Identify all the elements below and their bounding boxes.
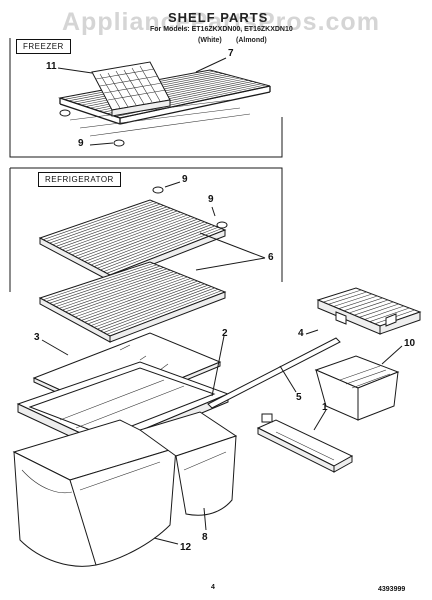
drawer-slide — [256, 413, 354, 473]
shelf-wire — [81, 217, 195, 261]
shelf-wire — [103, 288, 219, 333]
shelf-wire — [68, 273, 181, 314]
shelf-wire — [58, 269, 171, 309]
meat-drawer-cover — [316, 287, 422, 335]
refrigerator-section-label: REFRIGERATOR — [38, 172, 121, 187]
callout-2: 2 — [222, 328, 228, 339]
shelf-wire — [74, 276, 188, 318]
callout-9-upper: 9 — [182, 174, 188, 185]
shelf-wire — [65, 272, 178, 313]
shelf-wire — [43, 201, 154, 240]
page-number: 4 — [211, 584, 215, 591]
shelf-wire — [55, 206, 168, 247]
shelf-wire — [46, 264, 157, 302]
shelf-wire — [100, 287, 215, 332]
shelf-wire — [97, 286, 212, 330]
shelf-wire — [103, 226, 219, 272]
shelf-wire — [359, 303, 399, 318]
drawer-rail — [207, 337, 341, 409]
model-subtitle: For Models: ET16ZKXDN00, ET16ZKXDN10 — [150, 26, 293, 33]
callout-6: 6 — [268, 252, 274, 263]
shelf-wire — [58, 207, 171, 249]
shelf-wire — [74, 214, 188, 257]
shelf-wire — [43, 263, 154, 301]
document-number: 4393999 — [378, 586, 406, 593]
watermark: AppliancePartsPros.com — [62, 8, 380, 36]
shelf-wire — [354, 301, 394, 316]
shelf-wire — [87, 220, 202, 264]
callout-9-freezer: 9 — [78, 138, 84, 149]
shelf-wire — [328, 291, 367, 305]
color-almond-label: (Almond) — [236, 37, 267, 44]
refrigerator-frame — [9, 167, 283, 292]
shelf-wire — [55, 268, 168, 307]
callout-9-lower: 9 — [208, 194, 214, 205]
callout-5: 5 — [296, 392, 302, 403]
shelf-wire — [62, 209, 174, 251]
shelf-wire — [81, 279, 195, 321]
shelf-wire — [90, 283, 205, 326]
shelf-wire — [52, 267, 164, 306]
freezer-shelf-support-left — [59, 109, 125, 147]
callout-4: 4 — [298, 328, 304, 339]
callout-12: 12 — [180, 542, 192, 553]
shelf-wire — [49, 203, 161, 244]
shelf-wire — [106, 290, 222, 335]
callout-3: 3 — [34, 332, 40, 343]
shelf-wire — [106, 228, 222, 274]
diagram-title: SHELF PARTS — [168, 10, 269, 25]
callout-10: 10 — [404, 338, 416, 349]
meat-drawer — [314, 355, 400, 421]
shelf-wire — [68, 211, 181, 254]
shelf-wire — [84, 280, 198, 323]
shelf-wire — [84, 218, 198, 262]
shelf-wire — [343, 297, 383, 312]
shelf-wire — [97, 224, 212, 269]
shelf-wire — [49, 265, 161, 304]
callout-1: 1 — [322, 402, 328, 413]
freezer-section-label: FREEZER — [16, 39, 71, 54]
shelf-wire — [52, 205, 164, 246]
shelf-wire — [90, 221, 205, 266]
shelf-wire — [46, 202, 157, 242]
refrigerator-shelf-lower — [38, 261, 227, 343]
crisper-drawer-right — [138, 411, 238, 516]
shelf-wire — [78, 216, 192, 259]
shelf-wire — [100, 225, 215, 271]
shelf-wire — [364, 305, 405, 320]
shelf-wire — [348, 299, 389, 314]
refrigerator-shelf-supports — [152, 181, 228, 229]
shelf-wire — [78, 278, 192, 320]
shelf-wire — [93, 222, 209, 267]
callout-11: 11 — [46, 61, 57, 72]
callout-8: 8 — [202, 532, 208, 543]
color-white-label: (White) — [198, 37, 222, 44]
shelf-wire — [338, 295, 378, 309]
shelf-wire — [71, 213, 185, 256]
shelf-wire — [369, 307, 410, 322]
ice-tray — [91, 61, 171, 117]
shelf-wire — [93, 284, 209, 328]
shelf-wire — [333, 293, 373, 307]
freezer-frame — [9, 38, 283, 158]
shelf-wire — [71, 275, 185, 316]
leader-lines — [41, 57, 403, 545]
crisper-drawer-left — [12, 419, 178, 567]
shelf-wire — [65, 210, 178, 252]
shelf-wire — [323, 289, 362, 303]
callout-7: 7 — [228, 48, 234, 59]
shelf-wire — [62, 271, 174, 311]
shelf-wire — [87, 282, 202, 325]
